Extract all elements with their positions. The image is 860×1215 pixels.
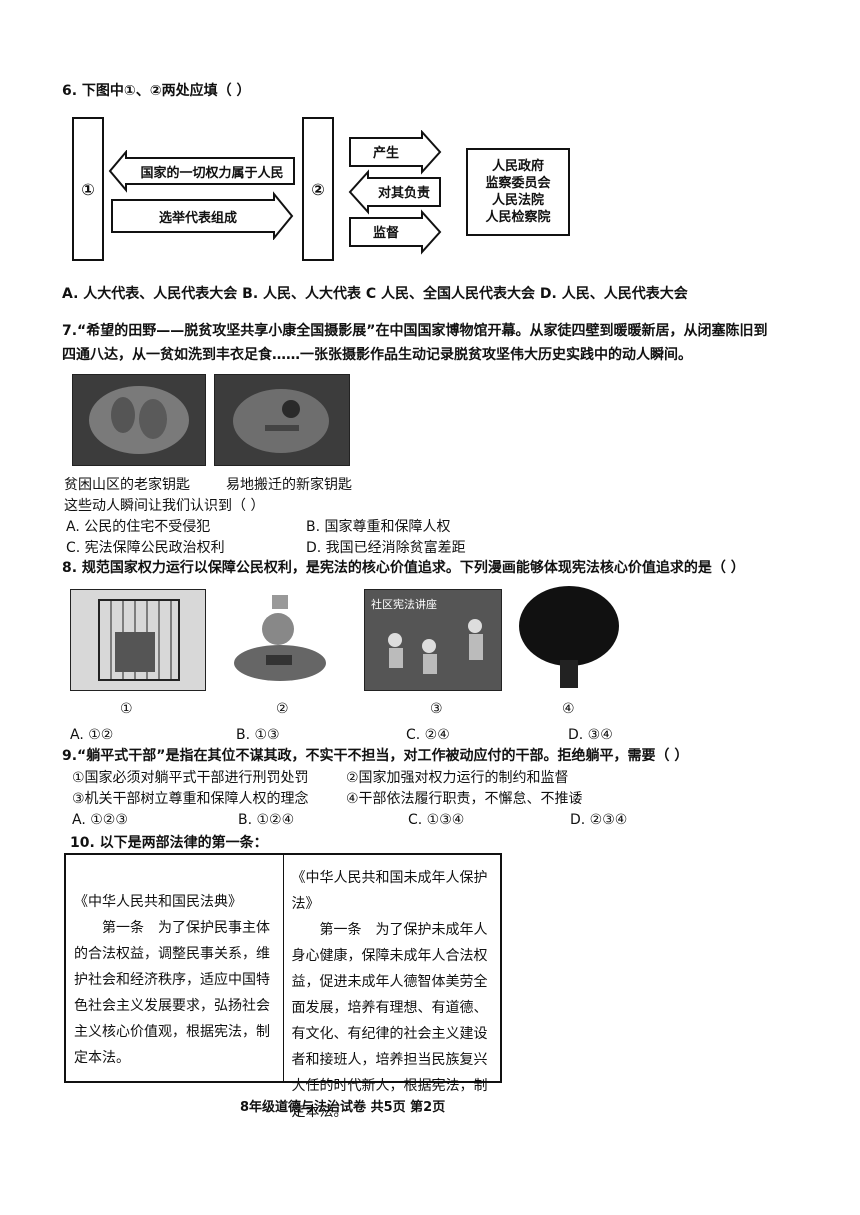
q10-stem: 10. 以下是两部法律的第一条： <box>70 835 268 851</box>
q7-stem-line1: 7.“希望的田野——脱贫攻坚共享小康全国摄影展”在中国国家博物馆开幕。从家徒四壁… <box>62 323 768 339</box>
q9-option-c: C. ①③④ <box>408 812 465 828</box>
q7-option-b: B. 国家尊重和保障人权 <box>306 519 451 535</box>
q9-stem: 9.“躺平式干部”是指在其位不谋其政，不实干不担当，对工作被动应付的干部。拒绝躺… <box>62 748 689 764</box>
minor-protection-article: 《中华人民共和国未成年人保护法》 第一条 为了保护未成年人身心健康，保障未成年人… <box>282 855 501 1120</box>
org-item: 人民法院 <box>491 193 544 208</box>
q8-label-4: ④ <box>562 701 575 717</box>
q7-option-c: C. 宪法保障公民政治权利 <box>66 540 225 556</box>
law-comparison-table: 《中华人民共和国民法典》 第一条 为了保护民事主体的合法权益，调整民事关系，维护… <box>64 853 502 1120</box>
q9-item-1: ①国家必须对躺平式干部进行刑罚处罚 <box>72 770 309 786</box>
caption-new-key: 易地搬迁的新家钥匙 <box>226 477 352 493</box>
q9-option-a: A. ①②③ <box>72 812 128 828</box>
arrow-supervise-shape <box>349 209 442 255</box>
tiger-drawing <box>234 595 326 681</box>
q8-stem: 8. 规范国家权力运行以保障公民权利，是宪法的核心价值追求。下列漫画能够体现宪法… <box>62 560 745 576</box>
q8-option-b: B. ①③ <box>236 727 280 743</box>
q8-option-d: D. ③④ <box>568 727 613 743</box>
arrow-produce-label: 产生 <box>373 145 399 161</box>
arrow-responsible-shape <box>348 169 441 215</box>
q8-option-a: A. ①② <box>70 727 114 743</box>
q8-label-1: ① <box>120 701 133 717</box>
q7-question: 这些动人瞬间让我们认识到（ ） <box>64 498 265 514</box>
arrow-left-label: 国家的一切权力属于人民 <box>140 165 283 181</box>
arrow-supervise-label: 监督 <box>373 225 399 241</box>
org-item: 监察委员会 <box>485 176 551 191</box>
arrow-produce-shape <box>349 130 442 175</box>
arrow-responsible-label: 对其负责 <box>378 185 430 201</box>
q7-stem-line2: 四通八达，从一贫如洗到丰衣足食……一张张摄影作品生动记录脱贫攻坚伟大历史实践中的… <box>62 347 692 363</box>
arrow-right-label: 选举代表组成 <box>159 210 237 226</box>
q9-item-4: ④干部依法履行职责，不懈怠、不推诿 <box>346 791 583 807</box>
q9-option-d: D. ②③④ <box>570 812 628 828</box>
caption-old-key: 贫困山区的老家钥匙 <box>64 477 190 493</box>
old-key-image <box>89 386 189 454</box>
q6-options: A. 人大代表、人民代表大会 B. 人民、人大代表 C 人民、全国人民代表大会 … <box>62 286 688 302</box>
cartoon-2-tiger <box>218 589 346 689</box>
new-key-photo <box>214 374 350 466</box>
diagram-box-1: ① <box>72 117 104 261</box>
cartoon-3-lecture: 社区宪法讲座 <box>364 589 502 691</box>
cage-drawing <box>98 599 180 681</box>
q9-item-2: ②国家加强对权力运行的制约和监督 <box>346 770 569 786</box>
civil-code-article: 《中华人民共和国民法典》 第一条 为了保护民事主体的合法权益，调整民事关系，维护… <box>74 894 270 1066</box>
q8-label-3: ③ <box>430 701 443 717</box>
tree-drawing <box>519 586 619 688</box>
arrow-right-shape <box>111 191 294 240</box>
q6-stem: 6. 下图中①、②两处应填（ ） <box>62 83 251 99</box>
q7-option-a: A. 公民的住宅不受侵犯 <box>66 519 211 535</box>
cartoon-4-tree <box>516 582 622 690</box>
q7-option-d: D. 我国已经消除贫富差距 <box>306 540 466 556</box>
org-item: 人民检察院 <box>485 210 551 225</box>
page-footer: 8年级道德与法治试卷 共5页 第2页 <box>240 1100 446 1115</box>
arrow-left-shape <box>108 150 295 193</box>
q8-option-c: C. ②④ <box>406 727 450 743</box>
q8-label-2: ② <box>276 701 289 717</box>
new-key-image <box>233 389 329 453</box>
q9-item-3: ③机关干部树立尊重和保障人权的理念 <box>72 791 309 807</box>
cartoon-1-caged-power <box>70 589 206 691</box>
state-organs-box: 人民政府 监察委员会 人民法院 人民检察院 <box>466 148 570 236</box>
diagram-box-2: ② <box>302 117 334 261</box>
old-key-photo <box>72 374 206 466</box>
diagram-arrows-left: 国家的一切权力属于人民 选举代表组成 <box>108 150 295 240</box>
lecture-drawing <box>388 619 483 674</box>
q9-option-b: B. ①②④ <box>238 812 295 828</box>
org-item: 人民政府 <box>491 159 544 174</box>
cartoon-3-caption: 社区宪法讲座 <box>371 598 437 611</box>
diagram-arrows-right: 产生 对其负责 监督 <box>348 130 442 255</box>
